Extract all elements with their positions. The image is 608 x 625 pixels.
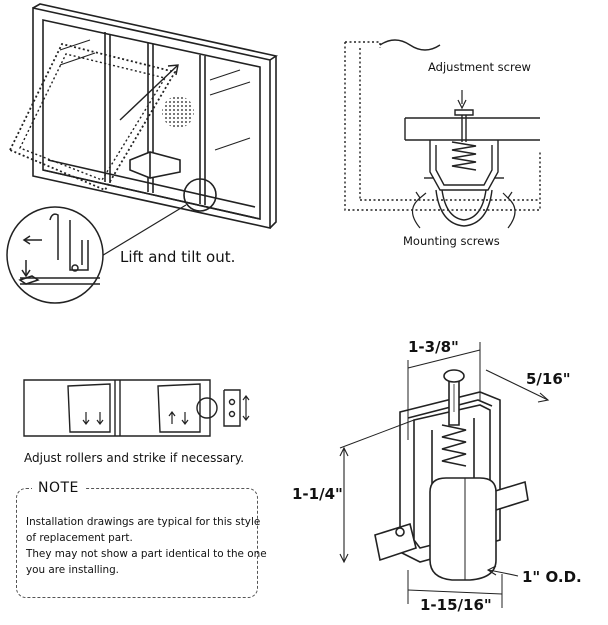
- note-line: They may not show a part identical to th…: [26, 548, 267, 560]
- adjust-rollers-label: Adjust rollers and strike if necessary.: [24, 451, 245, 465]
- glass-reflection-spot: [162, 96, 194, 128]
- mounting-screws-label: Mounting screws: [403, 234, 500, 248]
- dimension-height: 1-1/4": [292, 485, 343, 503]
- window-lift-tilt-illustration: [10, 4, 276, 260]
- adjust-rollers-illustration: [24, 380, 249, 436]
- dimension-thickness: 5/16": [526, 370, 571, 388]
- note-box: [16, 488, 258, 598]
- dimension-wheel-od: 1" O.D.: [522, 568, 582, 586]
- adjustment-screw-label: Adjustment screw: [428, 60, 531, 74]
- dimension-bottom-width: 1-15/16": [420, 596, 492, 614]
- dimension-top-width: 1-3/8": [408, 338, 459, 356]
- lift-tilt-label: Lift and tilt out.: [120, 248, 236, 266]
- note-title: NOTE: [32, 480, 85, 496]
- note-line: you are installing.: [26, 564, 119, 576]
- note-line: of replacement part.: [26, 532, 133, 544]
- roller-assembly: [340, 342, 548, 608]
- note-line: Installation drawings are typical for th…: [26, 516, 261, 528]
- roller-detail-circle: [7, 207, 103, 303]
- track-cross-section: [345, 40, 540, 228]
